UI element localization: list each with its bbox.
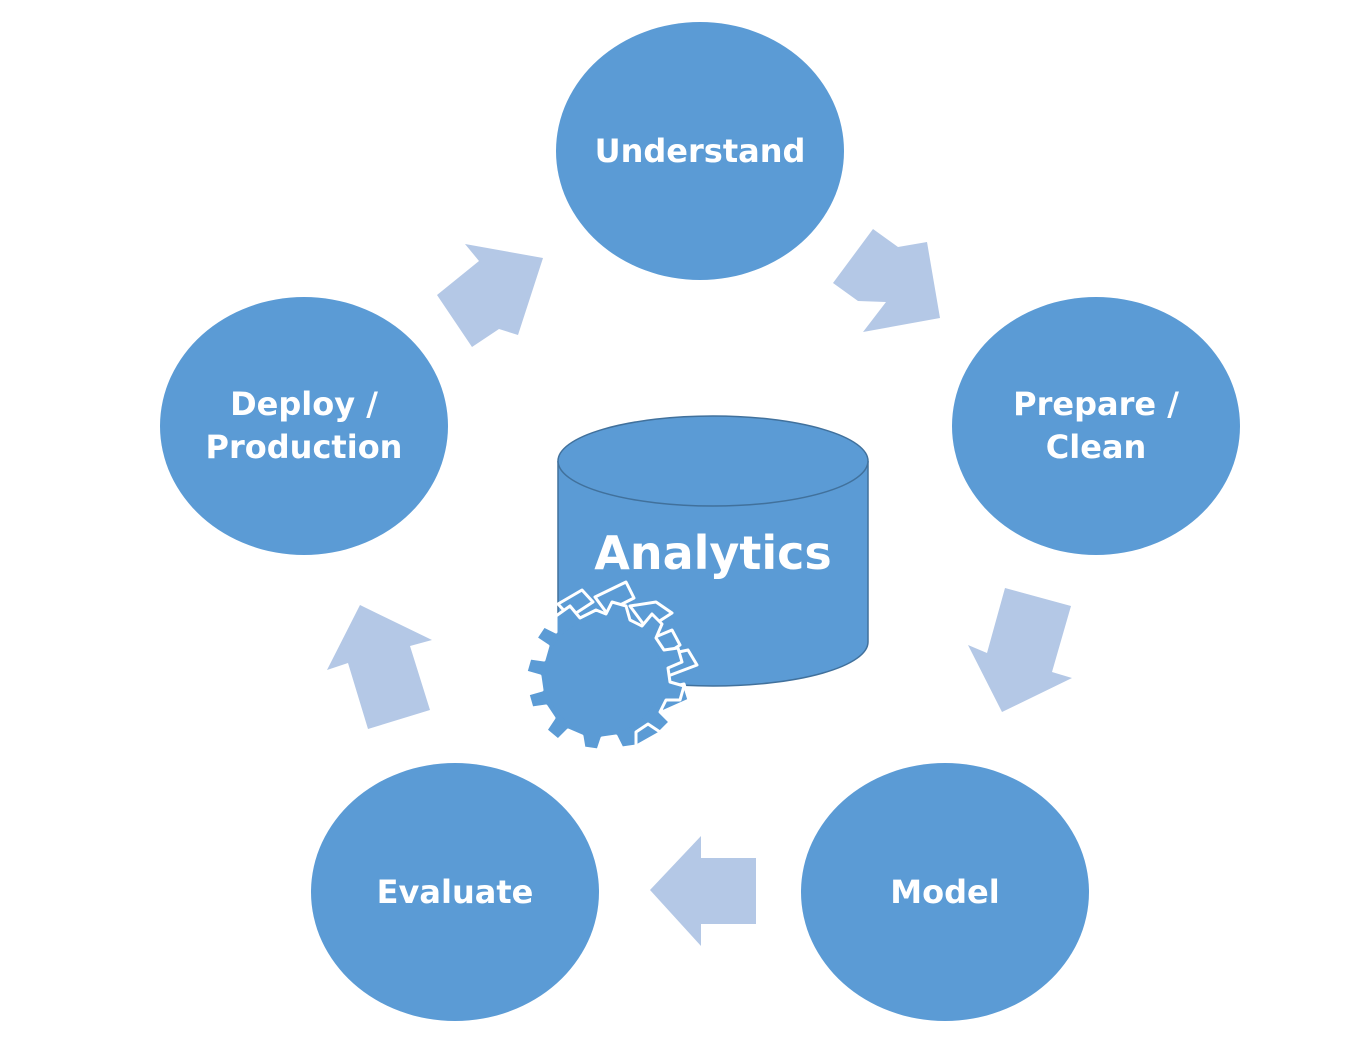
stage-understand-label: Understand	[594, 131, 806, 170]
flow-arrow-understand-to-prepare	[833, 229, 940, 332]
stage-evaluate: Evaluate	[311, 763, 599, 1021]
flow-arrow-deploy-to-understand	[437, 244, 543, 347]
stage-prepare-clean-label: Prepare / Clean	[1013, 385, 1179, 466]
stage-prepare-clean: Prepare / Clean	[952, 297, 1240, 555]
stage-deploy-production: Deploy / Production	[160, 297, 448, 555]
analytics-label: Analytics	[594, 526, 832, 580]
stage-understand: Understand	[556, 22, 844, 280]
flow-arrow-evaluate-to-deploy	[327, 605, 432, 729]
flow-arrow-model-to-evaluate	[650, 836, 756, 946]
cylinder-top	[557, 415, 869, 507]
stage-model: Model	[801, 763, 1089, 1021]
stage-deploy-production-label: Deploy / Production	[205, 385, 403, 466]
gear-icon	[524, 580, 699, 752]
stage-evaluate-label: Evaluate	[376, 872, 534, 911]
stage-model-label: Model	[890, 872, 1000, 911]
flow-arrow-prepare-to-model	[968, 588, 1072, 712]
